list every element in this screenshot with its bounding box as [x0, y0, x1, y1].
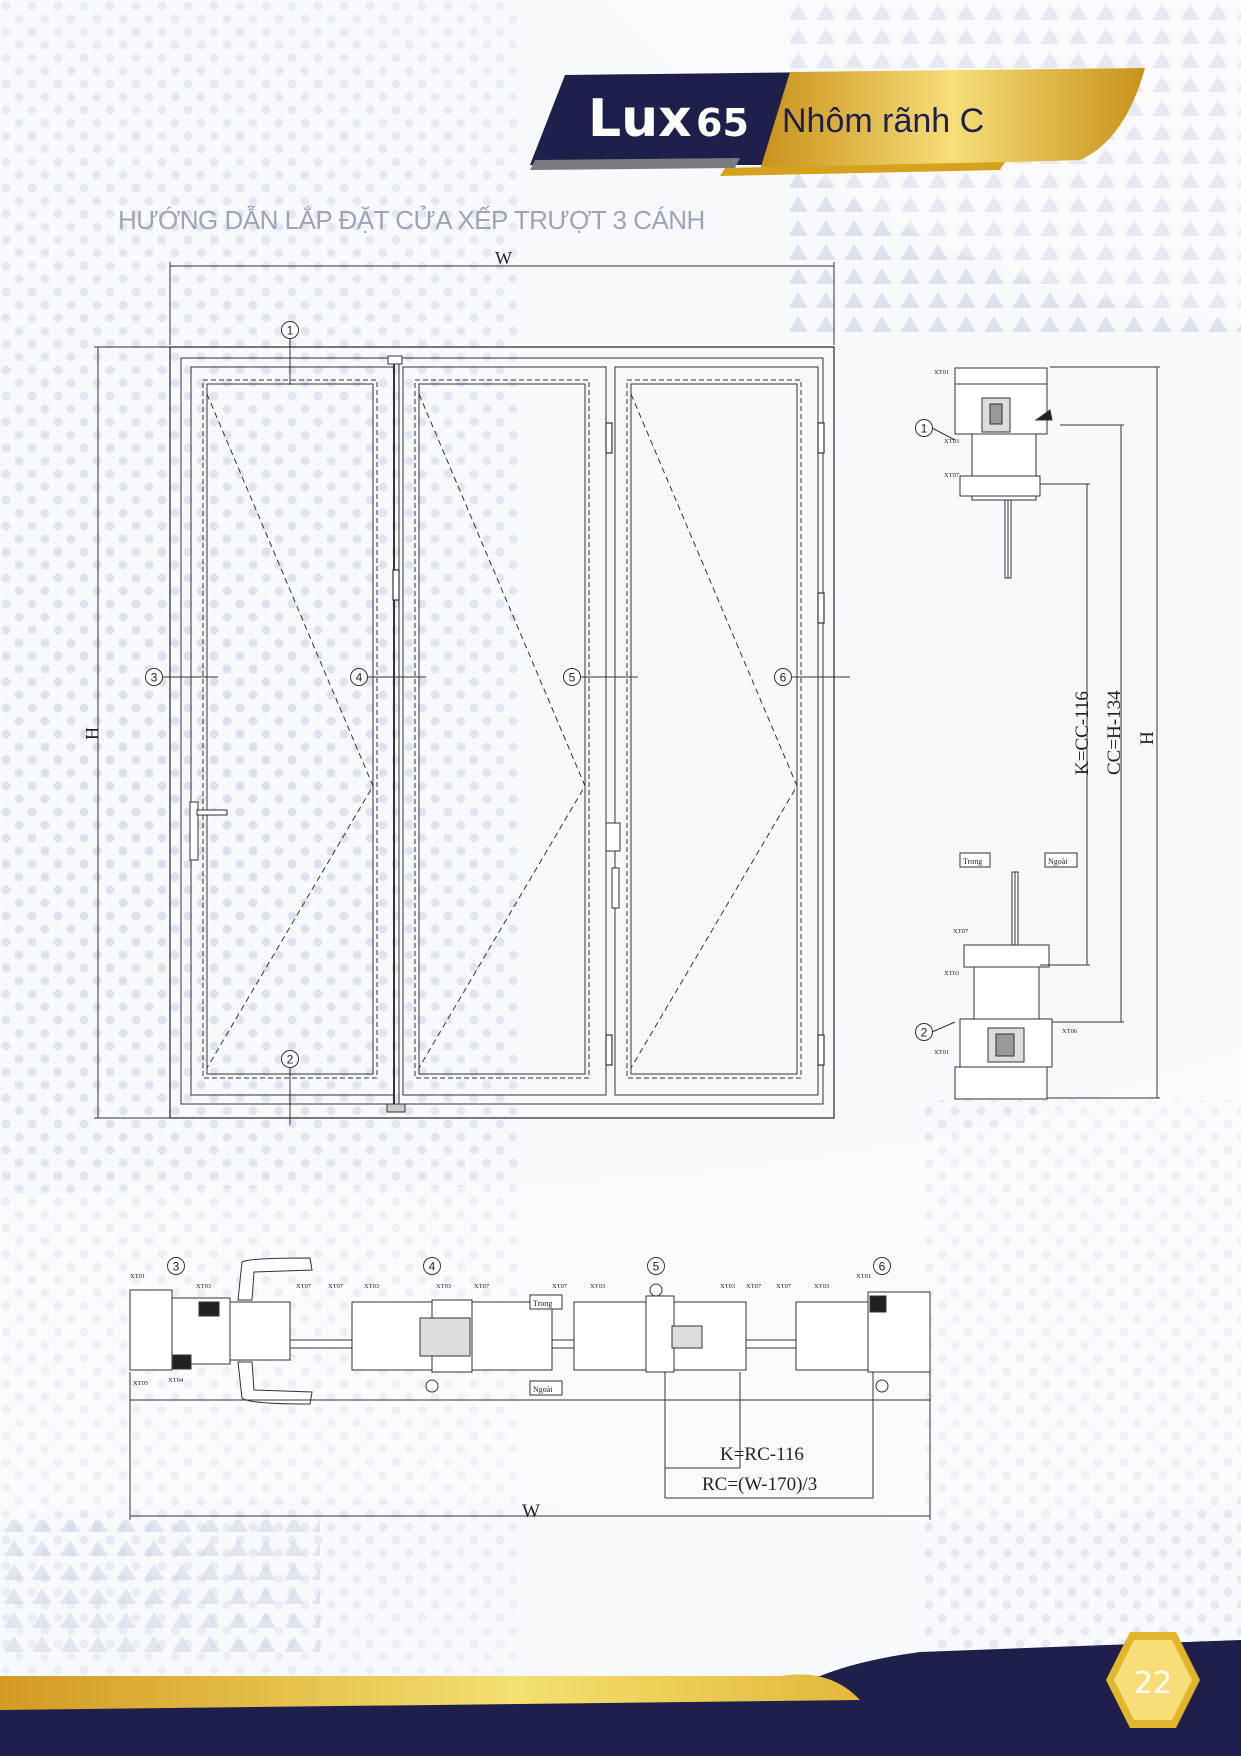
h-marker-5: 5 [647, 1257, 665, 1275]
h-marker-3: 3 [167, 1257, 185, 1275]
marker-1: 1 [281, 321, 299, 339]
marker-2: 2 [281, 1050, 299, 1068]
horizontal-formula-rc: RC=(W-170)/3 [702, 1474, 817, 1495]
svg-text:XT07: XT07 [552, 1283, 568, 1290]
svg-text:6: 6 [780, 671, 787, 685]
vertical-formula-k: K=CC-116 [1072, 691, 1093, 775]
elevation-width-label: W [495, 248, 512, 268]
svg-text:XT05: XT05 [133, 1380, 148, 1387]
svg-text:XT03: XT03 [436, 1283, 451, 1290]
svg-text:XT06: XT06 [1062, 1028, 1078, 1035]
svg-text:1: 1 [921, 422, 928, 436]
marker-3: 3 [145, 668, 163, 686]
marker-4: 4 [350, 668, 368, 686]
marker-5: 5 [563, 668, 581, 686]
svg-text:XT03: XT03 [814, 1283, 829, 1290]
svg-text:5: 5 [653, 1260, 660, 1274]
v-marker-2: 2 [915, 1023, 933, 1041]
horizontal-outside-label: Ngoài [533, 1385, 553, 1394]
elevation-markers: 1 2 3 4 5 6 [145, 321, 792, 1068]
svg-text:XT03: XT03 [196, 1283, 211, 1290]
vertical-markers: 1 2 [915, 419, 933, 1041]
vertical-formula-cc: CC=H-134 [1104, 690, 1125, 775]
door-elevation [94, 262, 850, 1125]
vertical-section [931, 366, 1160, 1100]
footer-band: 22 [0, 1632, 1241, 1756]
page-title: HƯỚNG DẪN LẮP ĐẶT CỬA XẾP TRƯỢT 3 CÁNH [118, 204, 705, 235]
svg-text:XT01: XT01 [856, 1273, 871, 1280]
horizontal-section [129, 1257, 931, 1520]
svg-text:2: 2 [921, 1026, 928, 1040]
svg-text:XT01: XT01 [934, 1049, 949, 1056]
svg-text:1: 1 [287, 324, 294, 338]
vertical-section-labels: XT01 XT03 XT07 XT07 XT03 XT06 XT01 Trong… [934, 369, 1158, 1056]
svg-text:XT07: XT07 [746, 1283, 762, 1290]
svg-text:4: 4 [356, 671, 363, 685]
svg-text:XT01: XT01 [934, 369, 949, 376]
brand-subtitle: Nhôm rãnh C [782, 102, 984, 140]
svg-text:XT04: XT04 [168, 1377, 184, 1384]
svg-text:XT03: XT03 [720, 1283, 735, 1290]
svg-text:XT03: XT03 [364, 1283, 379, 1290]
vertical-height-label: H [1137, 731, 1158, 745]
h-marker-6: 6 [873, 1257, 891, 1275]
svg-text:XT07: XT07 [776, 1283, 792, 1290]
horizontal-width-label: W [522, 1501, 540, 1522]
vertical-inside-label: Trong [963, 857, 982, 866]
vertical-outside-label: Ngoài [1048, 857, 1068, 866]
horizontal-inside-label: Trong [533, 1299, 552, 1308]
horizontal-formula-k: K=RC-116 [720, 1444, 804, 1465]
svg-text:XT03: XT03 [944, 970, 959, 977]
logo-number: 65 [696, 101, 749, 145]
svg-text:2: 2 [287, 1053, 294, 1067]
svg-text:XT07: XT07 [328, 1283, 344, 1290]
page-number: 22 [1134, 1666, 1172, 1701]
marker-6: 6 [774, 668, 792, 686]
svg-text:5: 5 [569, 671, 576, 685]
svg-text:3: 3 [151, 671, 158, 685]
svg-text:4: 4 [429, 1260, 436, 1274]
elevation-height-label: H [82, 727, 102, 740]
svg-text:XT07: XT07 [474, 1283, 490, 1290]
svg-text:XT03: XT03 [944, 438, 959, 445]
h-marker-4: 4 [423, 1257, 441, 1275]
v-marker-1: 1 [915, 419, 933, 437]
logo-word: Lux [588, 89, 692, 149]
svg-text:XT07: XT07 [944, 472, 960, 479]
svg-text:XT01: XT01 [130, 1273, 145, 1280]
svg-text:XT07: XT07 [953, 928, 969, 935]
svg-text:6: 6 [879, 1260, 886, 1274]
horizontal-markers: 3 4 5 6 [167, 1257, 891, 1275]
svg-text:3: 3 [173, 1260, 180, 1274]
svg-text:XT07: XT07 [296, 1283, 312, 1290]
horizontal-section-labels: XT01 XT03 XT07 XT07 XT03 XT03 XT07 XT07 … [130, 1273, 871, 1522]
brand-logo: Lux 65 Nhôm rãnh C [530, 68, 1145, 176]
svg-text:XT03: XT03 [590, 1283, 605, 1290]
